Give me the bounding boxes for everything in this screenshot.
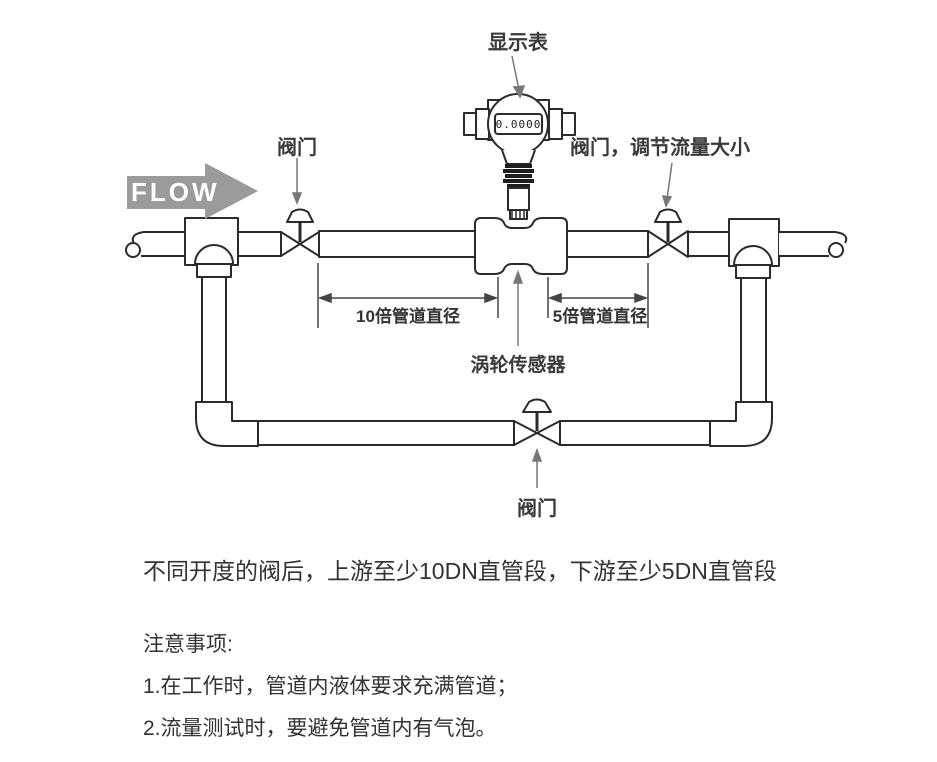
upstream-valve-pointer-arrow <box>291 158 303 206</box>
downstream-dimension <box>547 263 649 328</box>
right-tee-fitting <box>728 218 780 279</box>
upstream-dimension <box>317 263 499 328</box>
regulating-valve-pointer-arrow <box>661 162 673 208</box>
note-item-1: 1.在工作时，管道内液体要求充满管道； <box>143 675 518 698</box>
flow-regulating-valve-symbol <box>647 208 689 258</box>
bypass-right-vertical-pipe <box>740 275 767 405</box>
left-tee-fitting <box>184 217 239 278</box>
bypass-bottom-pipe <box>257 420 711 446</box>
upstream-valve-label: 阀门 <box>277 137 317 159</box>
pipe-segment <box>237 231 282 257</box>
downstream-straight-pipe <box>562 230 649 258</box>
sensor-pointer-arrow <box>512 269 524 346</box>
sensor-label: 涡轮传感器 <box>470 355 566 376</box>
bypass-valve-symbol <box>513 398 561 446</box>
downstream-dimension-label: 5倍管道直径 <box>552 307 648 326</box>
outlet-pipe <box>779 231 848 258</box>
piping-diagram-svg <box>125 55 848 488</box>
display-transmitter <box>463 93 576 218</box>
display-meter-pointer-arrow <box>511 55 526 99</box>
display-meter-label: 显示表 <box>488 32 548 54</box>
right-elbow-fitting <box>709 401 773 447</box>
bellows-connector <box>503 164 534 188</box>
flow-label: FLOW <box>131 177 220 207</box>
note-item-2: 2.流量测试时，要避免管道内有气泡。 <box>143 717 497 740</box>
bypass-valve-label: 阀门 <box>517 498 557 520</box>
turbine-sensor-body <box>474 209 568 275</box>
flow-direction-arrow <box>127 163 258 219</box>
upstream-valve-symbol <box>280 208 320 257</box>
notes-title: 注意事项: <box>143 633 233 656</box>
upstream-straight-pipe <box>318 230 480 258</box>
regulating-valve-label: 阀门，调节流量大小 <box>570 137 750 159</box>
pipe-segment <box>687 231 730 257</box>
upstream-dimension-label: 10倍管道直径 <box>356 307 460 326</box>
bypass-left-vertical-pipe <box>201 273 227 405</box>
bypass-valve-pointer-arrow <box>531 447 543 488</box>
inlet-pipe <box>125 231 188 258</box>
display-value: 0.0000 <box>495 118 542 131</box>
installation-caption: 不同开度的阀后，上游至少10DN直管段，下游至少5DN直管段 <box>143 558 777 584</box>
left-elbow-fitting <box>195 401 259 447</box>
